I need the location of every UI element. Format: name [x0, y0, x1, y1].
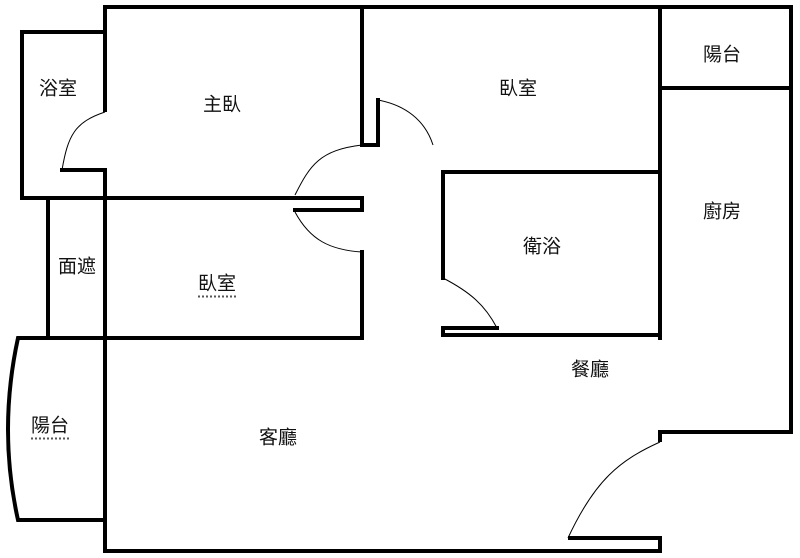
- wall: [103, 168, 662, 553]
- wall: [441, 326, 662, 337]
- room-label-bath: 浴室: [38, 77, 78, 100]
- wall: [441, 170, 662, 280]
- room-label-dining: 餐廳: [570, 358, 610, 381]
- wall: [46, 196, 364, 340]
- wall: [293, 196, 364, 212]
- room-label-bedroom-lower: 臥室: [197, 269, 237, 298]
- room-label-living: 客廳: [258, 426, 298, 449]
- wall: [6, 336, 107, 522]
- door-swing: [377, 99, 434, 146]
- door-swing: [61, 111, 106, 171]
- room-label-kitchen: 廚房: [702, 200, 742, 223]
- room-label-master-bedroom: 主臥: [202, 93, 242, 116]
- door-swing: [442, 277, 498, 329]
- door-swing: [294, 144, 363, 196]
- door-swing: [567, 441, 661, 539]
- room-label-bathroom: 衛浴: [522, 235, 562, 258]
- room-label-balcony-left: 陽台: [30, 411, 70, 440]
- door-swing: [294, 211, 363, 253]
- room-label-mask-area: 面遮: [57, 255, 97, 278]
- wall: [20, 30, 364, 200]
- room-label-balcony: 陽台: [702, 43, 742, 66]
- wall: [360, 5, 380, 147]
- room-label-bedroom: 臥室: [498, 77, 538, 100]
- wall: [103, 5, 793, 442]
